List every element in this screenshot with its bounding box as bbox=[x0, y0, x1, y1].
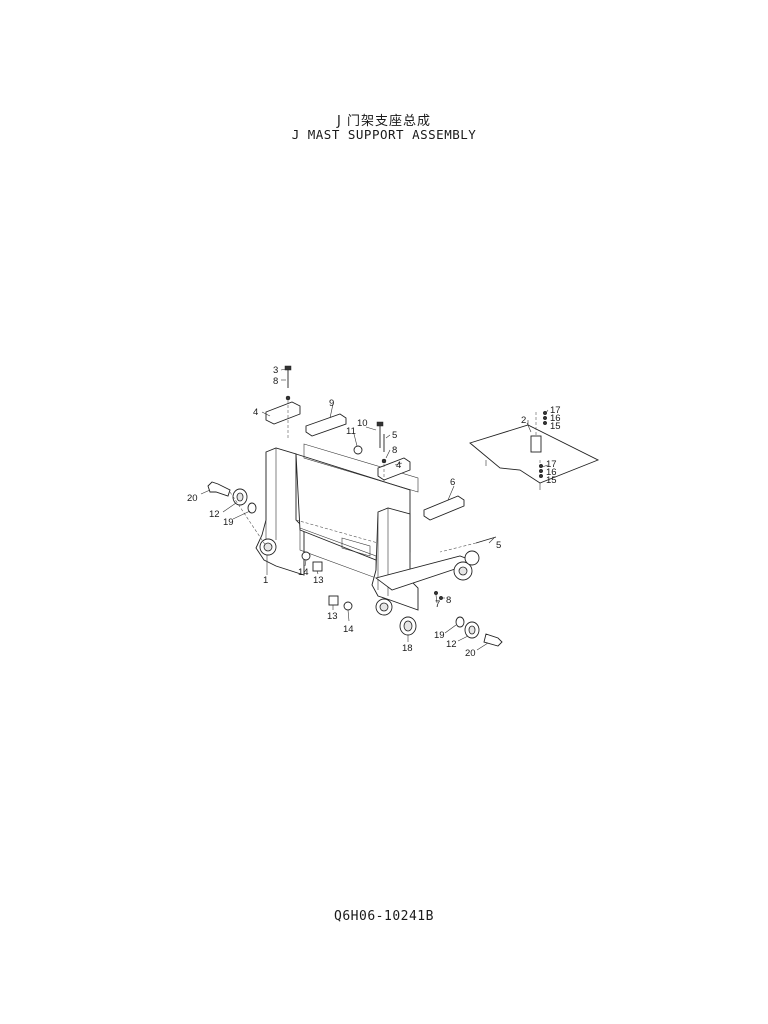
callout-19-right: 19 bbox=[434, 630, 445, 641]
nut-part-11 bbox=[353, 445, 363, 455]
callout-13-lower: 13 bbox=[327, 611, 338, 622]
callout-18: 18 bbox=[402, 643, 413, 654]
callout-4-right: 4 bbox=[396, 460, 401, 471]
callout-15-top: 15 bbox=[550, 421, 561, 432]
callout-10: 10 bbox=[357, 418, 368, 429]
block-part-4-left bbox=[265, 401, 301, 425]
callout-20-right: 20 bbox=[465, 648, 476, 659]
callout-15-bottom: 15 bbox=[546, 475, 557, 486]
bottom-beam bbox=[374, 550, 480, 591]
bolt-part-5-upper bbox=[381, 434, 387, 482]
bolt-part-5-lower bbox=[439, 536, 497, 553]
small-parts-15-17-bottom bbox=[538, 463, 544, 479]
callout-8-mid: 8 bbox=[392, 445, 397, 456]
callout-19-left: 19 bbox=[223, 517, 234, 528]
washer-part-19-left bbox=[247, 502, 257, 514]
bar-part-6 bbox=[423, 495, 465, 521]
callout-16-bottom: 16 bbox=[546, 467, 557, 478]
callout-12-left: 12 bbox=[209, 509, 220, 520]
callout-12-right: 12 bbox=[446, 639, 457, 650]
callout-14-upper: 14 bbox=[298, 567, 309, 578]
callout-5-lower: 5 bbox=[496, 540, 501, 551]
leader-lines bbox=[200, 368, 549, 651]
callout-17-top: 17 bbox=[550, 405, 561, 416]
callout-16-top: 16 bbox=[550, 413, 561, 424]
page-title-chinese: J 门架支座总成 bbox=[337, 114, 431, 129]
document-code: Q6H06-10241B bbox=[334, 909, 434, 924]
bar-part-9 bbox=[305, 413, 347, 437]
left-upright bbox=[255, 447, 305, 576]
callout-3: 3 bbox=[273, 365, 278, 376]
roller-part-18 bbox=[399, 616, 417, 636]
washer-part-14-upper bbox=[301, 551, 311, 561]
bushing-part-12-right bbox=[464, 621, 480, 639]
nut-part-13-lower bbox=[328, 595, 339, 606]
bushing-part-12-left bbox=[232, 488, 248, 506]
callout-13-upper: 13 bbox=[313, 575, 324, 586]
callout-2: 2 bbox=[521, 415, 526, 426]
page-title-english: J MAST SUPPORT ASSEMBLY bbox=[291, 127, 477, 142]
callout-6: 6 bbox=[450, 477, 455, 488]
callout-14-lower: 14 bbox=[343, 624, 354, 635]
callout-11: 11 bbox=[346, 426, 356, 437]
callout-4-left: 4 bbox=[253, 407, 258, 418]
nut-part-13-upper bbox=[312, 561, 323, 572]
callout-5-upper: 5 bbox=[392, 430, 397, 441]
washer-part-19-right bbox=[455, 616, 465, 628]
callout-8-top: 8 bbox=[273, 376, 278, 387]
pin-part-20-left bbox=[207, 481, 231, 497]
pin-part-20-right bbox=[483, 633, 503, 647]
callout-17-bottom: 17 bbox=[546, 459, 557, 470]
block-part-4-right bbox=[377, 457, 411, 481]
callout-8-lower: 8 bbox=[446, 595, 451, 606]
washer-part-14-lower bbox=[343, 601, 353, 611]
small-parts-15-17-top bbox=[542, 410, 548, 426]
callout-9: 9 bbox=[329, 398, 334, 409]
callout-1: 1 bbox=[263, 575, 268, 586]
right-upright bbox=[371, 507, 419, 616]
callout-7: 7 bbox=[435, 599, 440, 610]
callout-20-left: 20 bbox=[187, 493, 198, 504]
bolt-part-10 bbox=[376, 421, 384, 448]
plate-part bbox=[469, 412, 600, 490]
bolt-part-3 bbox=[284, 365, 292, 440]
